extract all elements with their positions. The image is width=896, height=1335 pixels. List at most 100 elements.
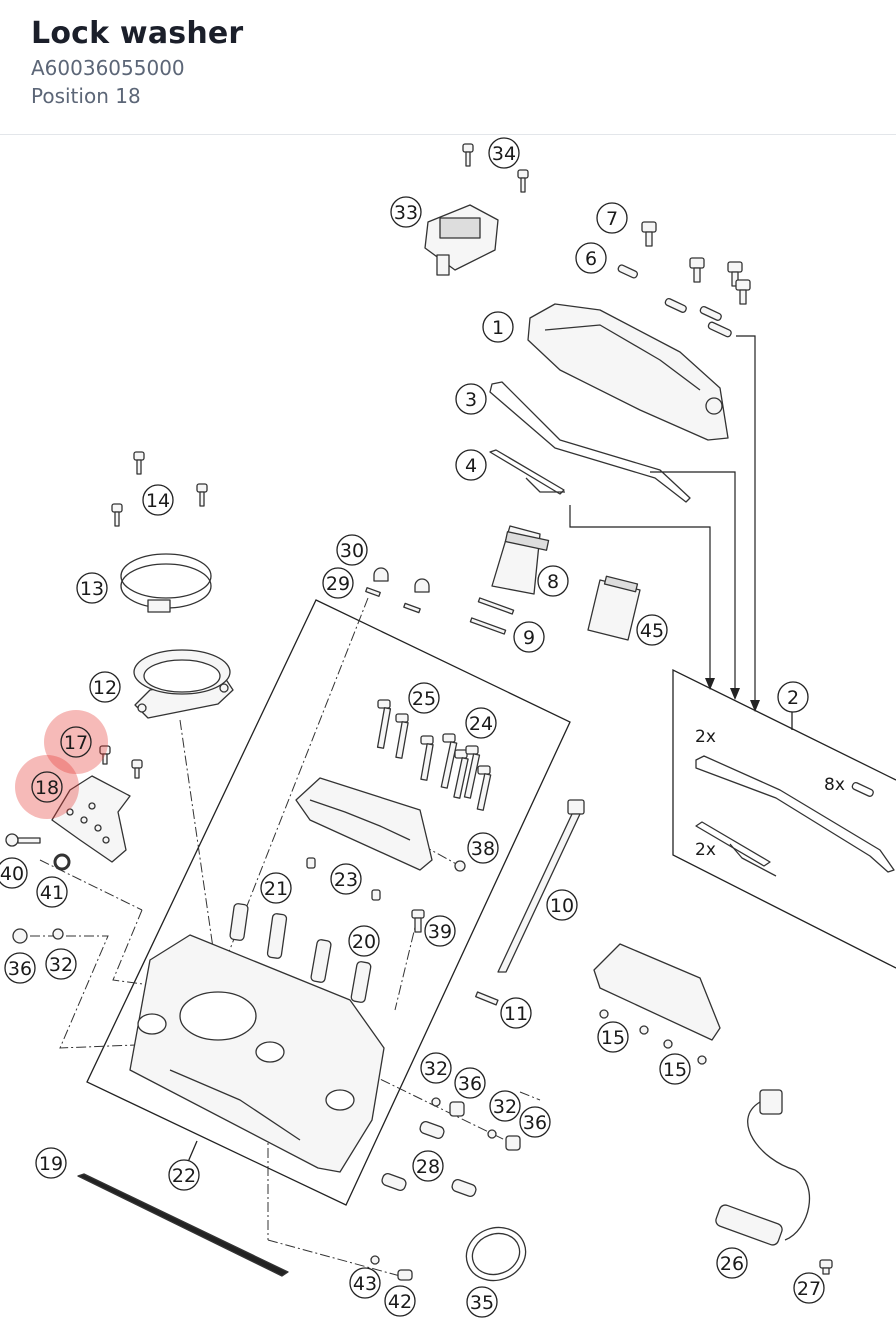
callout-19[interactable]: 19 [35,1147,67,1179]
callout-36[interactable]: 36 [454,1067,486,1099]
callout-number[interactable]: 32 [493,1096,517,1118]
callout-number[interactable]: 30 [340,540,364,562]
callout-circle[interactable] [597,1021,629,1053]
callout-number[interactable]: 34 [492,143,516,165]
callout-circle[interactable] [35,1147,67,1179]
callout-circle[interactable] [500,997,532,1029]
callout-36[interactable]: 36 [519,1106,551,1138]
callout-15[interactable]: 15 [597,1021,629,1053]
callout-circle[interactable] [349,1267,381,1299]
callout-2[interactable]: 2 [777,681,809,713]
callout-circle[interactable] [455,383,487,415]
callout-number[interactable]: 13 [80,578,104,600]
callout-number[interactable]: 2 [787,687,799,709]
callout-circle[interactable] [89,671,121,703]
callout-32[interactable]: 32 [45,948,77,980]
callout-28[interactable]: 28 [412,1150,444,1182]
callout-20[interactable]: 20 [348,925,380,957]
callout-number[interactable]: 14 [146,490,170,512]
callout-circle[interactable] [60,726,92,758]
callout-circle[interactable] [488,137,520,169]
callout-number[interactable]: 36 [523,1112,547,1134]
callout-number[interactable]: 21 [264,878,288,900]
callout-circle[interactable] [489,1090,521,1122]
callout-circle[interactable] [260,872,292,904]
callout-24[interactable]: 24 [465,707,497,739]
callout-number[interactable]: 36 [458,1073,482,1095]
callout-circle[interactable] [466,1286,498,1318]
callout-number[interactable]: 6 [585,248,597,270]
callout-10[interactable]: 10 [546,889,578,921]
callout-11[interactable]: 11 [500,997,532,1029]
callout-circle[interactable] [513,621,545,653]
callout-number[interactable]: 36 [8,958,32,980]
callout-21[interactable]: 21 [260,872,292,904]
callout-number[interactable]: 33 [394,202,418,224]
callout-36[interactable]: 36 [4,952,36,984]
callout-8[interactable]: 8 [537,565,569,597]
callout-number[interactable]: 41 [40,882,64,904]
callout-number[interactable]: 26 [720,1253,744,1275]
callout-7[interactable]: 7 [596,202,628,234]
callout-number[interactable]: 27 [797,1278,821,1300]
callout-number[interactable]: 15 [601,1027,625,1049]
callout-number[interactable]: 17 [64,732,88,754]
callout-number[interactable]: 23 [334,869,358,891]
callout-circle[interactable] [777,681,809,713]
callout-circle[interactable] [716,1247,748,1279]
callout-38[interactable]: 38 [467,832,499,864]
callout-number[interactable]: 15 [663,1059,687,1081]
callout-number[interactable]: 40 [0,863,24,885]
callout-circle[interactable] [76,572,108,604]
callout-circle[interactable] [424,915,456,947]
callout-32[interactable]: 32 [489,1090,521,1122]
callout-number[interactable]: 11 [504,1003,528,1025]
callout-circle[interactable] [0,857,28,889]
callout-number[interactable]: 32 [49,954,73,976]
callout-circle[interactable] [659,1053,691,1085]
callout-circle[interactable] [31,771,63,803]
callout-13[interactable]: 13 [76,572,108,604]
callout-circle[interactable] [596,202,628,234]
callout-18[interactable]: 18 [31,771,63,803]
callout-27[interactable]: 27 [793,1272,825,1304]
callout-25[interactable]: 25 [408,682,440,714]
callout-number[interactable]: 42 [388,1291,412,1313]
callout-circle[interactable] [519,1106,551,1138]
callout-number[interactable]: 3 [465,389,477,411]
callout-1[interactable]: 1 [482,311,514,343]
callout-number[interactable]: 20 [352,931,376,953]
callout-circle[interactable] [575,242,607,274]
callout-9[interactable]: 9 [513,621,545,653]
callout-45[interactable]: 45 [636,614,668,646]
callout-circle[interactable] [142,484,174,516]
callout-circle[interactable] [546,889,578,921]
callout-number[interactable]: 22 [172,1165,196,1187]
callout-40[interactable]: 40 [0,857,28,889]
callout-circle[interactable] [412,1150,444,1182]
callout-33[interactable]: 33 [390,196,422,228]
callout-circle[interactable] [455,449,487,481]
callout-number[interactable]: 38 [471,838,495,860]
callout-29[interactable]: 29 [322,567,354,599]
callout-circle[interactable] [4,952,36,984]
callout-number[interactable]: 19 [39,1153,63,1175]
callout-number[interactable]: 4 [465,455,477,477]
callout-circle[interactable] [322,567,354,599]
callout-number[interactable]: 28 [416,1156,440,1178]
callout-circle[interactable] [390,196,422,228]
callout-number[interactable]: 32 [424,1058,448,1080]
callout-30[interactable]: 30 [336,534,368,566]
callout-circle[interactable] [454,1067,486,1099]
callout-41[interactable]: 41 [36,876,68,908]
callout-15[interactable]: 15 [659,1053,691,1085]
callout-circle[interactable] [384,1285,416,1317]
callout-39[interactable]: 39 [424,915,456,947]
callout-number[interactable]: 24 [469,713,493,735]
callout-number[interactable]: 35 [470,1292,494,1314]
callout-number[interactable]: 39 [428,921,452,943]
callout-circle[interactable] [168,1159,200,1191]
callout-circle[interactable] [482,311,514,343]
callout-circle[interactable] [465,707,497,739]
callout-circle[interactable] [336,534,368,566]
